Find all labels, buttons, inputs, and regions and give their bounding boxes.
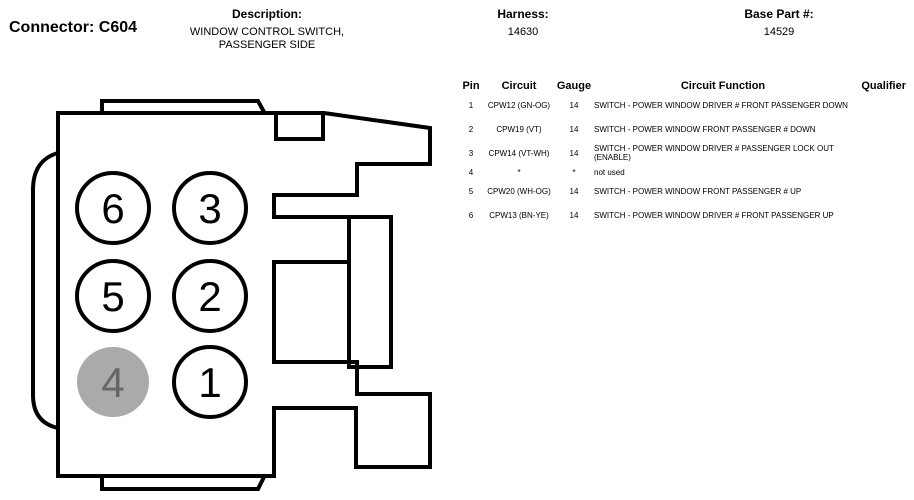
cell-qualifier bbox=[852, 165, 906, 179]
base-part-label: Base Part #: bbox=[744, 7, 814, 21]
left-latch bbox=[31, 151, 59, 430]
connector-diagram: 6 3 5 2 4 1 bbox=[31, 99, 432, 491]
cell-circuit: CPW13 (BN-YE) bbox=[489, 210, 549, 220]
table-row: 1 CPW12 (GN-OG) 14 SWITCH - POWER WINDOW… bbox=[458, 93, 906, 117]
cell-qualifier bbox=[852, 141, 906, 165]
base-part-value: 14529 bbox=[763, 26, 795, 38]
header-qualifier: Qualifier bbox=[861, 80, 906, 92]
cell-function: SWITCH - POWER WINDOW DRIVER # FRONT PAS… bbox=[594, 100, 848, 110]
pin-number-4: 4 bbox=[101, 359, 124, 406]
cell-pin: 5 bbox=[468, 186, 474, 196]
cell-gauge: 14 bbox=[569, 100, 579, 110]
description-line-1: WINDOW CONTROL SWITCH, bbox=[189, 26, 345, 38]
cell-gauge: * bbox=[572, 167, 576, 177]
table-row: 3 CPW14 (VT-WH) 14 SWITCH - POWER WINDOW… bbox=[458, 141, 906, 165]
cell-pin: 6 bbox=[468, 210, 474, 220]
cell-gauge: 14 bbox=[569, 210, 579, 220]
pin-table: Pin Circuit Gauge Circuit Function Quali… bbox=[458, 80, 906, 227]
cell-function: SWITCH - POWER WINDOW FRONT PASSENGER # … bbox=[594, 124, 816, 134]
housing-outline bbox=[56, 111, 432, 478]
harness-label: Harness: bbox=[497, 7, 549, 21]
header-circuit: Circuit bbox=[501, 80, 537, 92]
description-label: Description: bbox=[231, 7, 302, 21]
pin-cavity-3 bbox=[172, 171, 248, 245]
pin-cavity-6 bbox=[75, 171, 151, 245]
cell-qualifier bbox=[852, 93, 906, 117]
cell-circuit: CPW12 (GN-OG) bbox=[487, 100, 551, 110]
description-value: WINDOW CONTROL SWITCH, PASSENGER SIDE bbox=[167, 26, 367, 52]
pin-number-6: 6 bbox=[101, 185, 124, 232]
cell-function: SWITCH - POWER WINDOW FRONT PASSENGER # … bbox=[594, 186, 802, 196]
cell-qualifier bbox=[852, 117, 906, 141]
cell-pin: 2 bbox=[468, 124, 474, 134]
header-gauge: Gauge bbox=[556, 80, 592, 92]
bottom-rail bbox=[100, 476, 266, 491]
pin-cavity-1 bbox=[172, 345, 248, 419]
cell-function: SWITCH - POWER WINDOW DRIVER # FRONT PAS… bbox=[594, 210, 834, 220]
cell-qualifier bbox=[852, 203, 906, 227]
harness-value: 14630 bbox=[507, 26, 539, 38]
cell-circuit: CPW19 (VT) bbox=[496, 124, 542, 134]
pin-cavity-2 bbox=[172, 259, 248, 333]
pin-number-5: 5 bbox=[101, 273, 124, 320]
pin-number-3: 3 bbox=[198, 185, 221, 232]
header-pin: Pin bbox=[462, 80, 480, 92]
cell-gauge: 14 bbox=[569, 186, 579, 196]
table-row: 4 * * not used bbox=[458, 165, 906, 179]
pin-cavity-4 bbox=[77, 347, 149, 417]
cell-pin: 1 bbox=[468, 100, 474, 110]
top-rail bbox=[100, 99, 266, 113]
cell-circuit: * bbox=[517, 167, 521, 177]
cell-gauge: 14 bbox=[569, 148, 579, 158]
header-function: Circuit Function bbox=[680, 80, 766, 92]
pin-number-2: 2 bbox=[198, 273, 221, 320]
connector-title: Connector: C604 bbox=[9, 19, 138, 36]
cell-circuit: CPW14 (VT-WH) bbox=[488, 148, 550, 158]
cell-circuit: CPW20 (WH-OG) bbox=[487, 186, 551, 196]
cell-pin: 4 bbox=[468, 167, 474, 177]
table-row: 5 CPW20 (WH-OG) 14 SWITCH - POWER WINDOW… bbox=[458, 179, 906, 203]
cell-gauge: 14 bbox=[569, 124, 579, 134]
cell-function: not used bbox=[594, 167, 625, 177]
cell-qualifier bbox=[852, 179, 906, 203]
pin-cavity-5 bbox=[75, 259, 151, 333]
right-key bbox=[347, 215, 393, 369]
cell-function: SWITCH - POWER WINDOW DRIVER # PASSENGER… bbox=[594, 144, 834, 162]
pin-group: 6 3 5 2 4 1 bbox=[75, 171, 248, 419]
top-tab bbox=[274, 115, 325, 141]
table-header: Pin Circuit Gauge Circuit Function Quali… bbox=[458, 80, 906, 93]
pin-number-1: 1 bbox=[198, 359, 221, 406]
description-line-2: PASSENGER SIDE bbox=[218, 39, 316, 51]
table-row: 2 CPW19 (VT) 14 SWITCH - POWER WINDOW FR… bbox=[458, 117, 906, 141]
table-row: 6 CPW13 (BN-YE) 14 SWITCH - POWER WINDOW… bbox=[458, 203, 906, 227]
cell-pin: 3 bbox=[468, 148, 474, 158]
